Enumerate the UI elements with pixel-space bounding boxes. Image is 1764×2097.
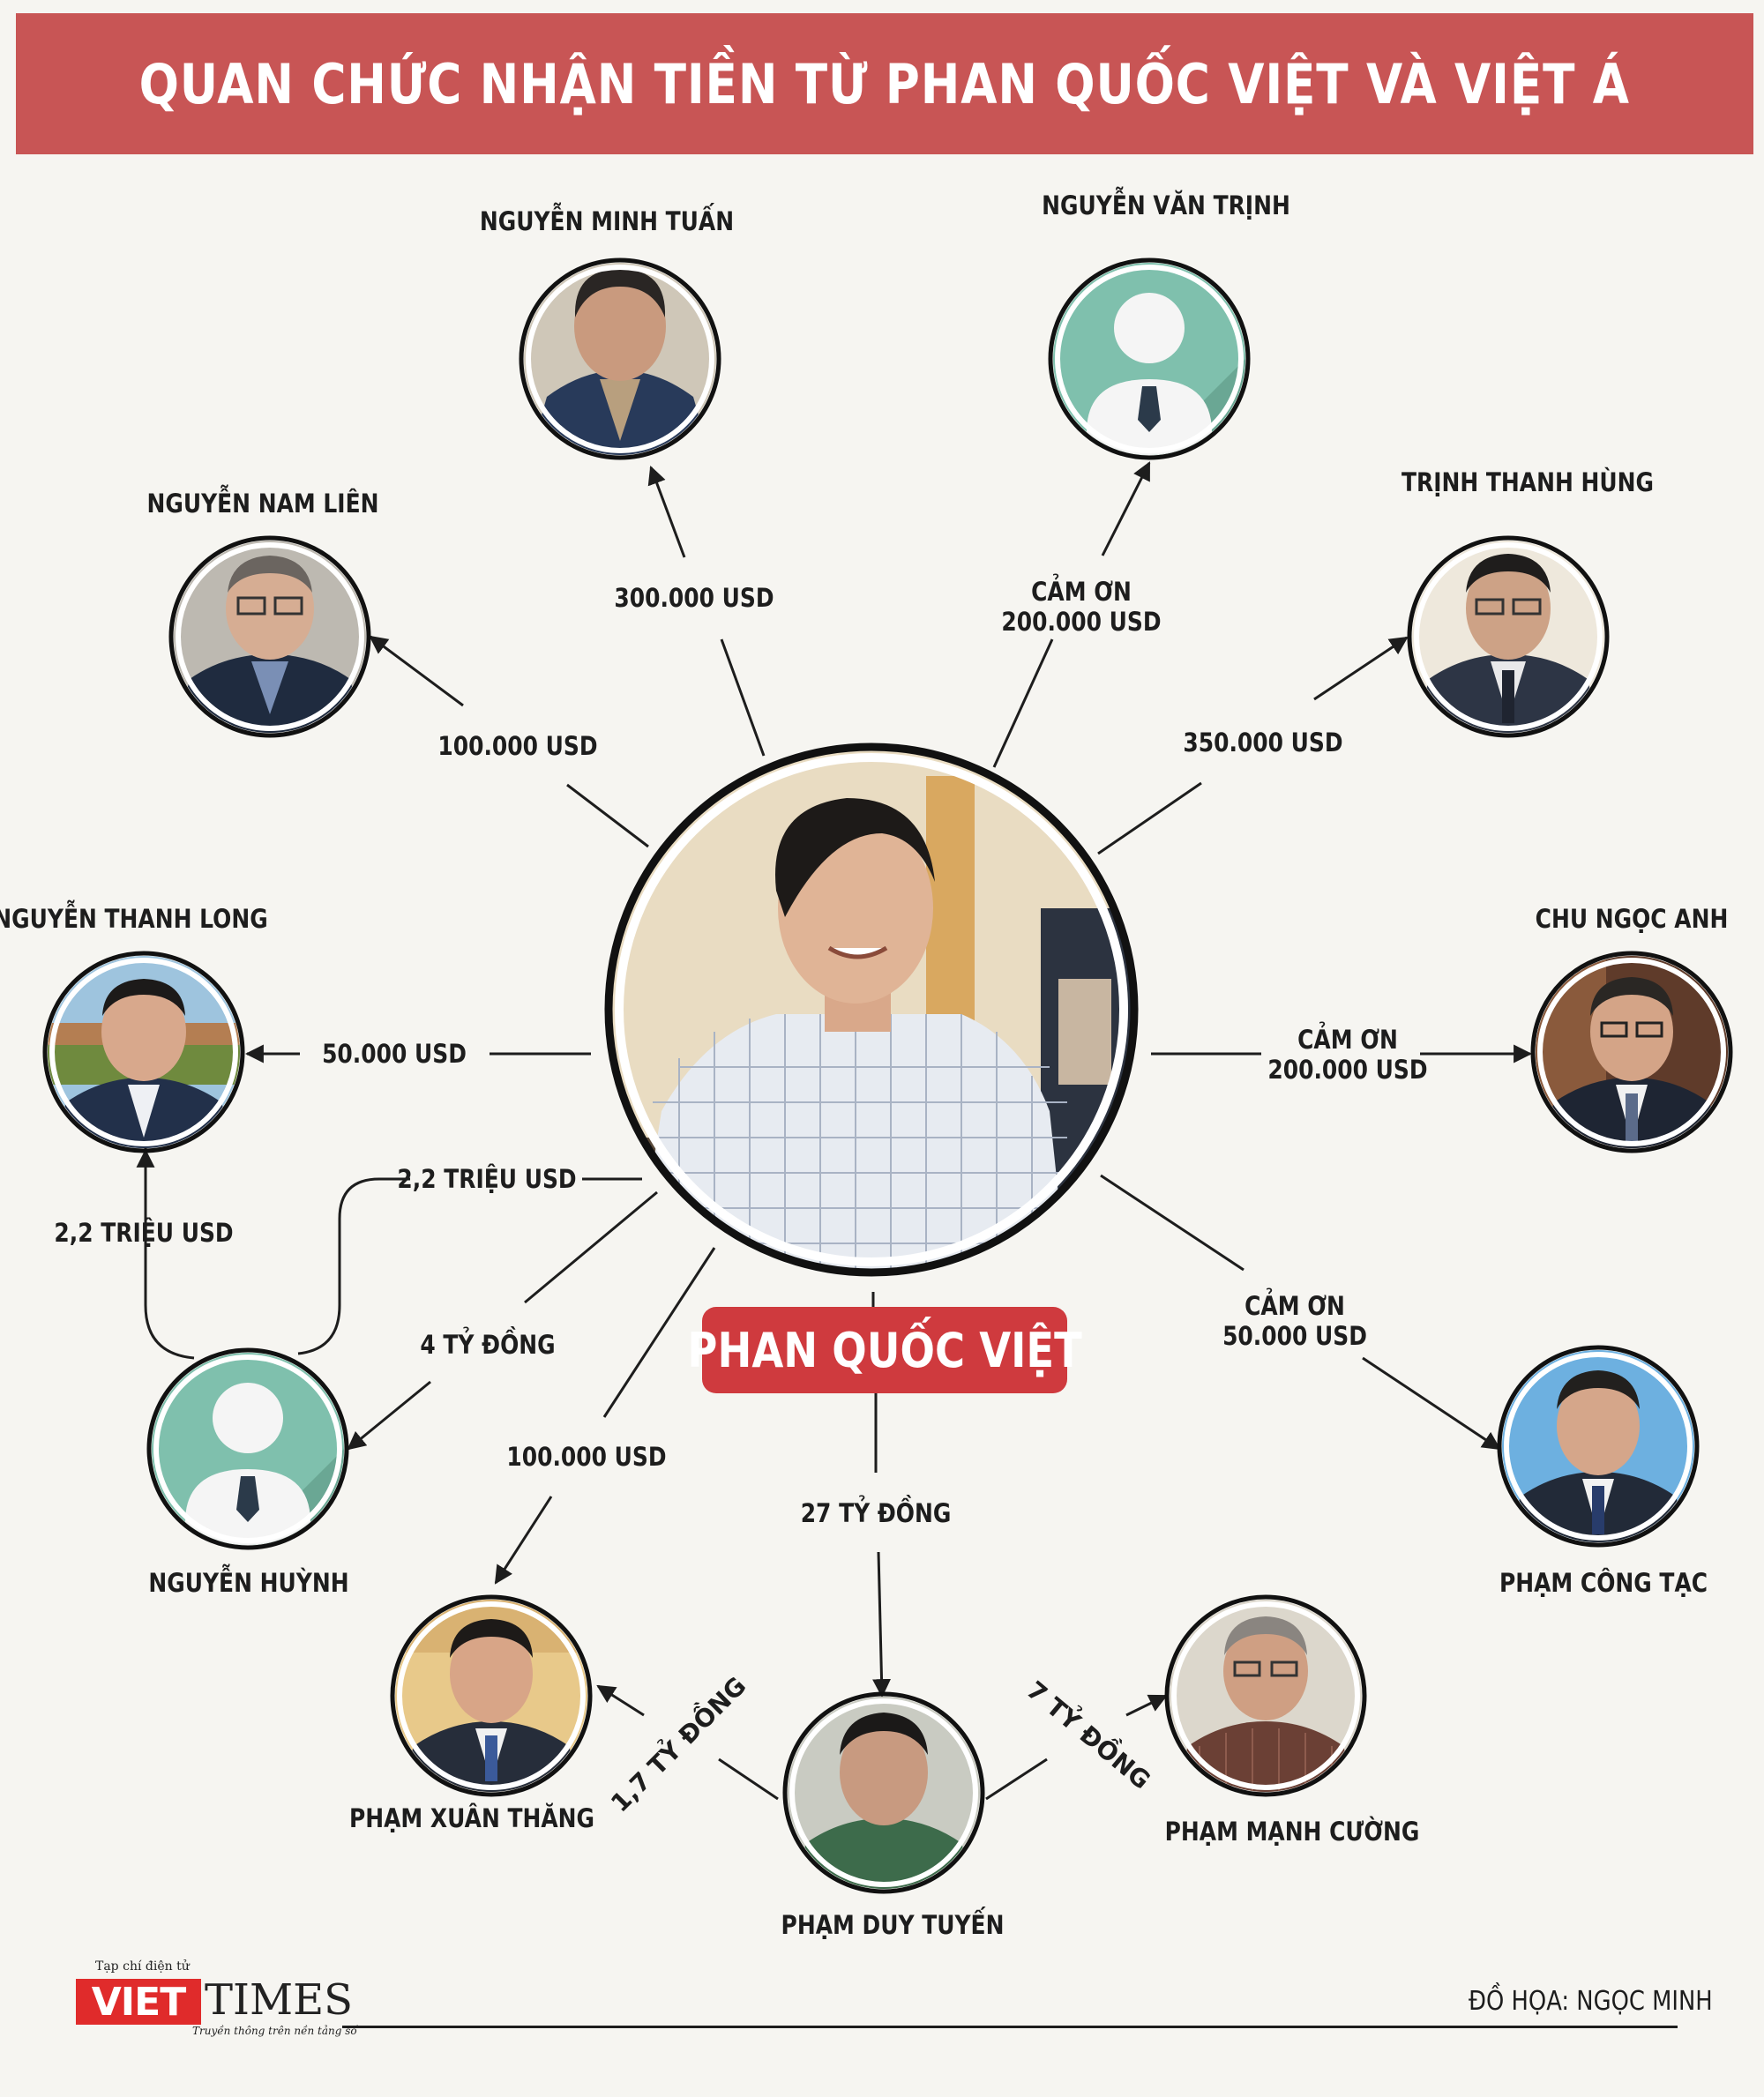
line-lien-lower: [566, 783, 649, 848]
page-title: QUAN CHỨC NHẬN TIỀN TỪ PHAN QUỐC VIỆT VÀ…: [138, 51, 1631, 116]
amount-thang: 100.000 USD: [506, 1442, 667, 1472]
amount-huynh-b: 4 TỶ ĐỒNG: [420, 1330, 556, 1360]
line-trinh-lower: [992, 638, 1054, 768]
amount-long-from-huynh: 2,2 TRIỆU USD: [54, 1218, 234, 1248]
line-tuyen-lower: [872, 1551, 892, 1698]
line-hung-lower: [1097, 781, 1202, 855]
name-nguyen-minh-tuan: NGUYỄN MINH TUẤN: [479, 206, 735, 236]
line-huynh-b-upper: [524, 1190, 658, 1304]
line-hung-upper: [1313, 636, 1409, 701]
amount-thang-from-tuyen: 1,7 TỶ ĐỒNG: [602, 1668, 752, 1818]
amount-huynh-a: 2,2 TRIỆU USD: [397, 1164, 577, 1194]
name-pham-cong-tac: PHẠM CÔNG TẠC: [1499, 1568, 1708, 1598]
logo-viet: VIET: [76, 1979, 201, 2025]
amount-tuan: 300.000 USD: [614, 583, 774, 613]
connection-lines: [136, 461, 1533, 1801]
line-tac-upper: [1100, 1174, 1245, 1272]
amount-tuyen: 27 TỶ ĐỒNG: [800, 1498, 952, 1528]
amount-lien: 100.000 USD: [437, 731, 598, 761]
central-name: PHAN QUỐC VIỆT: [687, 1322, 1082, 1378]
name-nguyen-nam-lien: NGUYỄN NAM LIÊN: [146, 489, 379, 519]
name-nguyen-huynh: NGUYỄN HUỲNH: [148, 1568, 349, 1598]
amount-hung: 350.000 USD: [1183, 728, 1343, 757]
viettimes-logo[interactable]: Tạp chí điện tử VIET TIMES Truyền thông …: [76, 1959, 357, 2039]
line-trinh-upper: [1101, 461, 1151, 556]
center-portrait: [604, 743, 1139, 1277]
name-pham-xuan-thang: PHẠM XUÂN THĂNG: [348, 1803, 595, 1833]
name-nguyen-thanh-long: NGUYỄN THANH LONG: [0, 904, 268, 934]
line-tac-lower: [1362, 1356, 1501, 1451]
name-chu-ngoc-anh: CHU NGỌC ANH: [1535, 904, 1729, 934]
name-pham-manh-cuong: PHẠM MẠNH CƯỜNG: [1164, 1817, 1420, 1847]
name-trinh-thanh-hung: TRỊNH THANH HÙNG: [1401, 467, 1655, 497]
central-name-badge: PHAN QUỐC VIỆT: [687, 1307, 1082, 1393]
line-long-from-huynh-path: [144, 1129, 195, 1360]
line-tuan-upper: [647, 466, 686, 558]
line-huynh-a-path: [297, 1177, 410, 1355]
footer-divider: [342, 2026, 1678, 2028]
line-lien-upper: [369, 635, 464, 707]
name-pham-duy-tuyen: PHẠM DUY TUYẾN: [781, 1910, 1005, 1940]
line-tuan-lower: [720, 638, 766, 757]
logo-tagline: Truyền thông trên nền tảng số: [192, 2025, 357, 2037]
line-cuong-from-tuyen-lower: [985, 1757, 1048, 1801]
line-cuong-from-tuyen-upper: [1125, 1694, 1168, 1717]
amount-long: 50.000 USD: [322, 1039, 467, 1069]
name-nguyen-van-trinh: NGUYỄN VĂN TRỊNH: [1042, 190, 1290, 220]
title-banner: QUAN CHỨC NHẬN TIỀN TỪ PHAN QUỐC VIỆT VÀ…: [16, 13, 1753, 154]
graphic-credit: ĐỒ HỌA: NGỌC MINH: [1469, 1986, 1713, 2017]
line-huynh-b-lower: [347, 1380, 431, 1451]
line-thang-upper: [602, 1247, 716, 1418]
line-thang-lower: [494, 1496, 553, 1585]
logo-caption: Tạp chí điện tử: [95, 1959, 190, 1974]
portrait-frames: [42, 257, 1733, 1894]
line-thang-from-tuyen-upper: [596, 1684, 645, 1717]
generic-avatar-huynh: [146, 1347, 349, 1550]
logo-times: TIMES: [205, 1975, 354, 2025]
amount-cuong-from-tuyen: 7 TỶ ĐỒNG: [1021, 1672, 1159, 1795]
line-thang-from-tuyen-lower: [718, 1757, 779, 1801]
generic-avatar-trinh: [1048, 257, 1251, 460]
